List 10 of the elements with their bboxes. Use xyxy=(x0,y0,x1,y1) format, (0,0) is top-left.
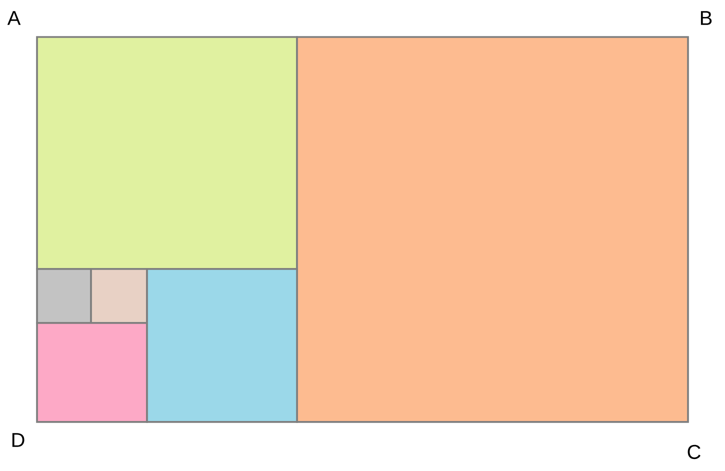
square xyxy=(36,36,298,270)
square xyxy=(36,268,92,324)
square xyxy=(146,268,298,423)
corner-label: A xyxy=(7,11,21,25)
corner-label: D xyxy=(12,433,24,447)
corner-label: B xyxy=(700,11,712,25)
corner-label: C xyxy=(688,444,700,460)
square xyxy=(36,322,148,423)
square xyxy=(296,36,689,423)
square xyxy=(90,268,148,324)
